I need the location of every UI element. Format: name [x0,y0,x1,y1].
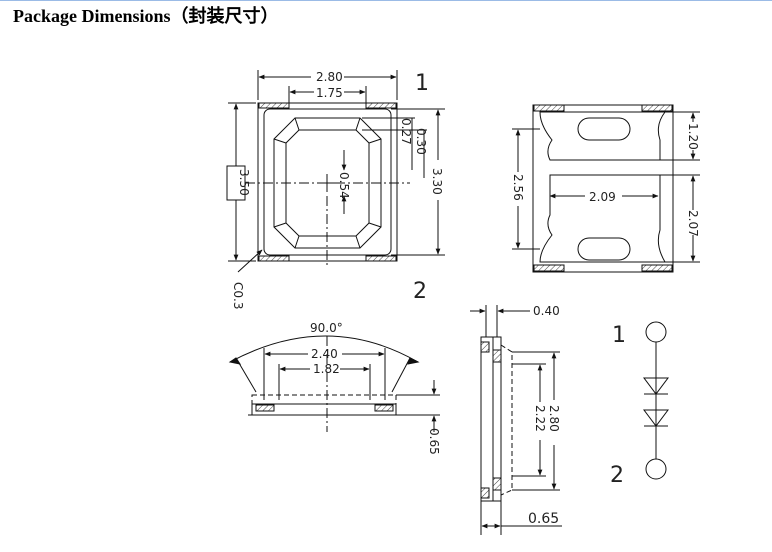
schematic-pin-2: 2 [610,463,624,488]
dim-angle: 90.0° [310,321,343,335]
side-view-labels: 0.40 2.80 2.22 0.65 [528,304,561,527]
dim-corner: C0.3 [231,282,245,309]
angle-arc [229,335,419,363]
lead-pad [641,104,673,112]
pad-lower [539,174,666,263]
page-title: Package Dimensions（封装尺寸） [13,6,279,26]
dim-center: 2.09 [589,190,616,204]
pin-2-label: 2 [413,279,427,304]
dim-side-length: 2.80 [547,405,561,432]
label-bg [314,85,344,99]
lead-pad [365,102,397,109]
dim-height: 3.50 [237,169,251,196]
diode-upper-icon [643,377,669,395]
top-view-body [257,102,398,262]
slot-upper [577,117,631,141]
lead-pad [533,104,565,112]
schematic [643,321,669,480]
bottom-view [512,104,700,273]
lens-band [251,394,397,405]
lead-pad [258,255,290,262]
dim-a: 0.27 [399,118,413,145]
front-view-labels: 90.0° 2.40 1.82 0.65 [310,321,441,455]
lead-pad [480,487,490,499]
pin-1-terminal [645,321,667,343]
lead-pad [374,404,394,412]
dim-thickness: 0.65 [427,428,441,455]
dim-box [226,165,246,201]
dim-inner: 1.82 [313,362,340,376]
diode-lower-icon [643,409,669,427]
dim-side-thickness: 0.65 [528,511,559,527]
lead-pad [492,349,502,363]
lead-pad [533,264,565,272]
lead-pad [492,477,502,491]
pin-2-terminal [645,458,667,480]
top-view-labels: 2.80 1.75 3.50 0.27 0.30 3.30 0.54 C0.3 … [226,69,444,309]
dim-side-top: 0.40 [533,304,560,318]
dim-lower: 2.07 [686,210,700,237]
top-view [228,70,445,273]
lead-pad [255,404,275,412]
dim-side-inner: 2.22 [533,405,547,432]
side-view [470,305,562,535]
dim-top-pad: 1.20 [686,123,700,150]
schematic-pin-1: 1 [612,323,626,348]
dim-pitch: 2.56 [511,174,525,201]
pad-upper [539,111,667,161]
side-body [480,336,494,502]
slot-lower [577,237,631,261]
lead-pad [480,341,490,353]
dim-b: 0.30 [414,128,428,155]
bottom-view-body [532,104,674,273]
schematic-labels: 1 2 [610,323,626,488]
label-bg [312,69,344,84]
dim-width: 2.80 [316,70,343,84]
dim-d: 0.54 [337,172,351,199]
bottom-view-labels: 1.20 2.56 2.09 2.07 [511,123,700,237]
lead-pad [258,102,290,109]
dim-outer: 2.40 [311,347,338,361]
header-rule [0,0,772,1]
lead-pad [641,264,673,272]
dim-inner-width: 1.75 [316,86,343,100]
dim-c: 3.30 [430,168,444,195]
lead-pad [365,255,397,262]
pin-1-label: 1 [415,71,429,96]
front-view [228,335,440,432]
